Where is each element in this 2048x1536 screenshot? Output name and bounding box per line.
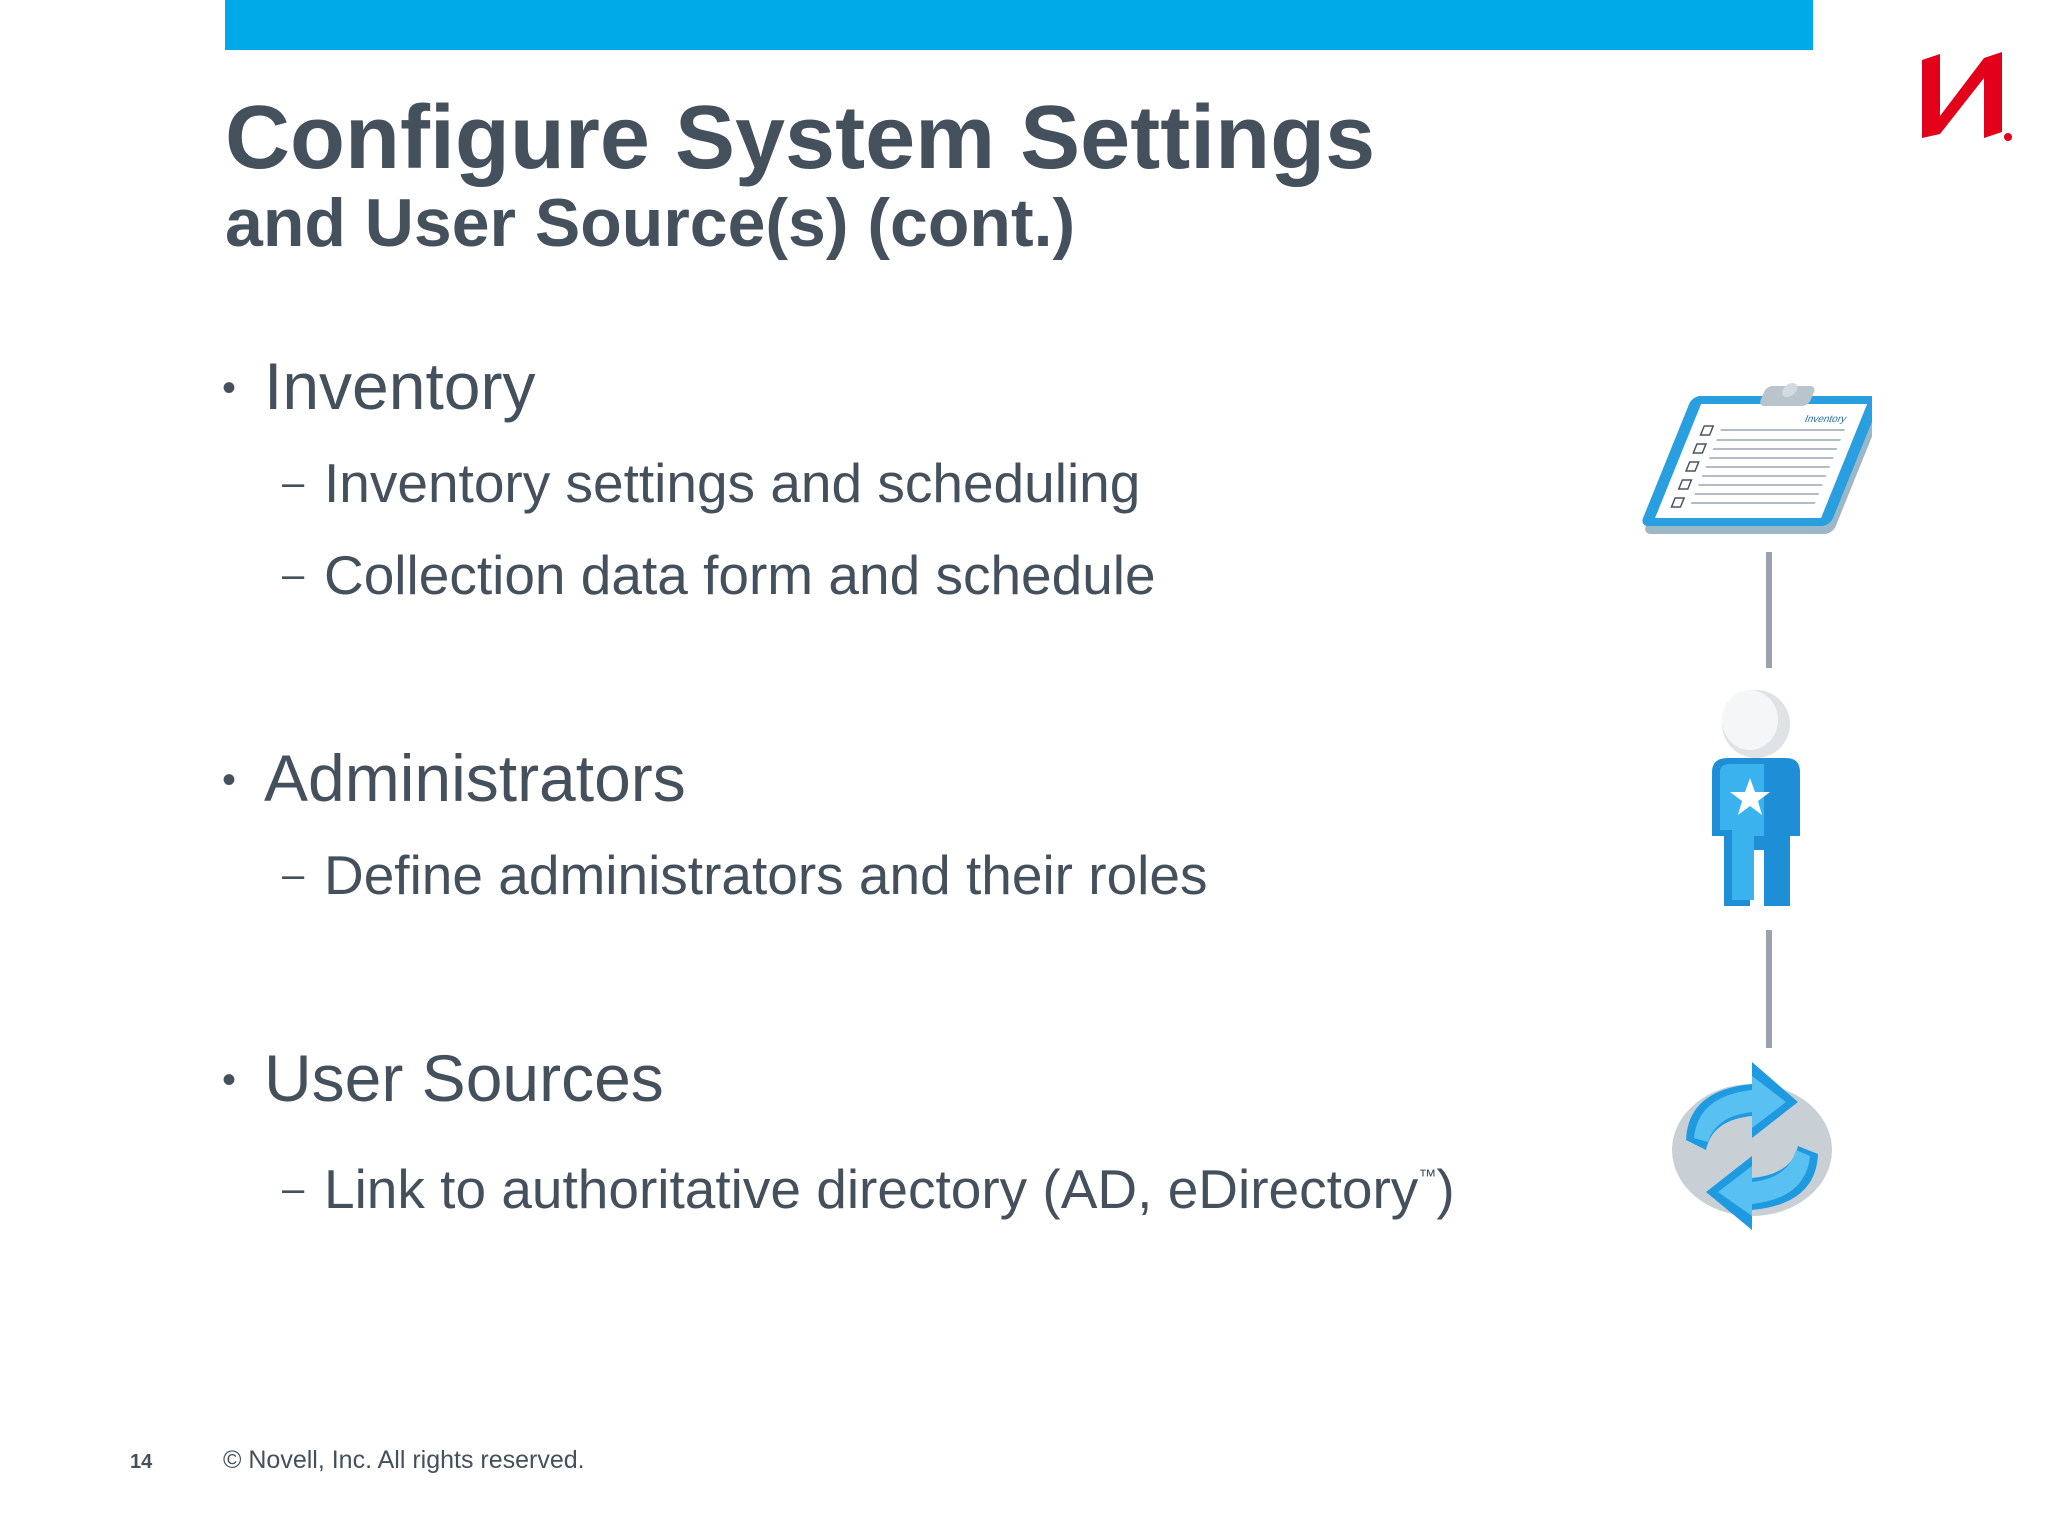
dash-glyph: – [282,461,305,505]
section-heading: Administrators [264,741,686,815]
closing-paren: ) [1436,1158,1455,1220]
section-item: –Inventory settings and scheduling [282,451,1140,515]
section-inventory: • Inventory [222,348,535,426]
dash-glyph: – [282,1167,305,1211]
novell-logo-icon [1922,52,2012,141]
section-item: –Collection data form and schedule [282,543,1156,607]
clipboard-icon: Inventory [1642,383,1872,534]
top-accent-bar [225,0,1813,50]
section-item-text: Link to authoritative directory (AD, eDi… [324,1158,1419,1220]
copyright-notice: © Novell, Inc. All rights reserved. [223,1446,585,1474]
bullet-glyph: • [222,758,237,802]
sync-arrows-icon [1672,1062,1832,1230]
section-user-sources: • User Sources [222,1040,664,1118]
dash-glyph: – [282,553,305,597]
section-item-text: Collection data form and schedule [324,544,1156,606]
page-number: 14 [130,1451,153,1473]
section-item-text: Inventory settings and scheduling [324,452,1141,514]
clipboard-caption: Inventory [1803,414,1849,425]
dash-glyph: – [282,853,305,897]
section-heading: Inventory [264,349,536,423]
section-item: –Link to authoritative directory (AD, eD… [282,1144,1455,1221]
connector-line [1766,552,1772,668]
page-subtitle: and User Source(s) (cont.) [225,185,1076,261]
page-title: Configure System Settings [225,88,1376,188]
section-heading: User Sources [264,1041,664,1115]
section-item-text: Define administrators and their roles [324,844,1208,906]
connector-line [1766,930,1772,1048]
section-item: –Define administrators and their roles [282,843,1207,907]
administrator-icon [1712,690,1800,906]
section-administrators: • Administrators [222,740,686,818]
bullet-glyph: • [222,366,237,410]
bullet-glyph: • [222,1058,237,1102]
trademark-symbol: ™ [1418,1166,1437,1186]
